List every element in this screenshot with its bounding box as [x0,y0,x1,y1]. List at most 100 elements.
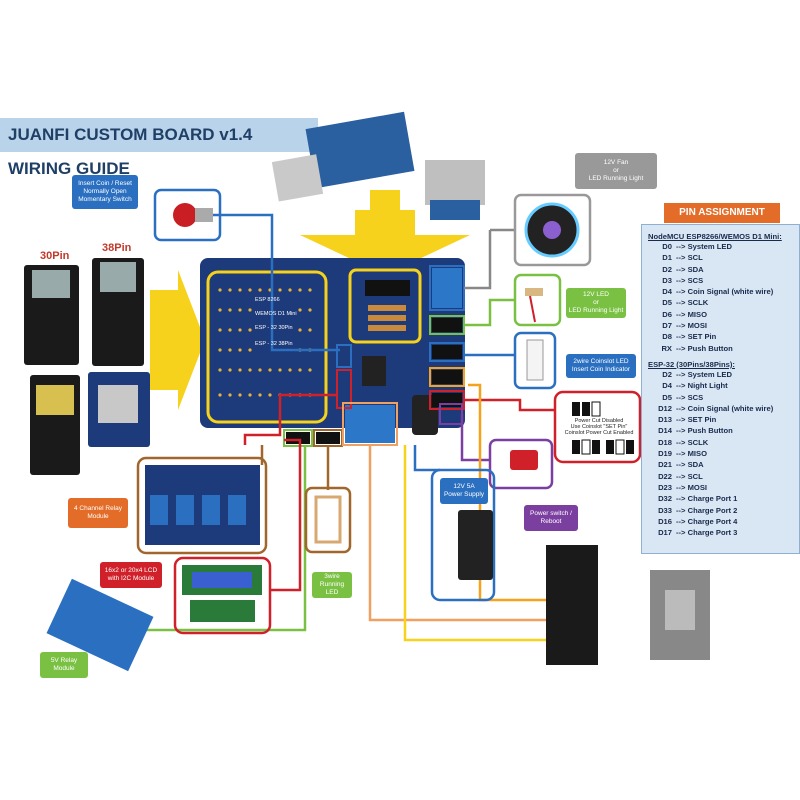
fan-callout: 12V Fan or LED Running Light [575,153,657,189]
arrow-icon: --> [676,516,688,526]
nodemcu-pin-row: D8 --> SET Pin [648,331,793,342]
arrow-icon: --> [676,242,688,251]
esp32-pin-row: D23 --> MOSI [648,482,793,493]
arrow-icon: --> [676,369,688,379]
esp32-pin-row: D22 --> SCL [648,471,793,482]
arrow-icon: --> [676,482,688,492]
arrow-icon: --> [676,494,688,504]
pin-name: D14 [658,426,672,436]
pin-name: D13 [658,415,672,425]
pin-name: D21 [658,460,672,470]
arrow-icon: --> [676,343,688,353]
esp32-38pin-label: 38Pin [102,242,132,254]
pin-name: D33 [658,505,672,515]
pin-function: SET Pin [687,415,717,425]
pin-function: Night Light [687,381,728,391]
pin-assignment-header: PIN ASSIGNMENT [664,203,780,223]
pin-name: D5 [662,298,672,308]
arrow-icon: --> [676,253,688,263]
pin-function: SCL [687,253,703,263]
pin-function: System LED [687,242,732,251]
coinslot-led-callout: 2wire Coinslot LED Insert Coin Indicator [566,354,636,378]
arrow-icon: --> [676,332,688,342]
board-variant-esp32-38: ESP - 32 38Pin [255,341,293,347]
board-variant-wemos: WEMOS D1 Mini [255,311,297,317]
fan-terminal [432,268,462,308]
arrow-icon: --> [676,287,688,297]
pin-name: D2 [662,264,672,274]
pin-name: D2 [662,369,672,379]
pin-function: SCS [687,392,704,402]
led12v-callout: 12V LED or LED Running Light [566,288,626,318]
arrow-icon: --> [676,298,688,308]
pin-assignment-panel: NodeMCU ESP8266/WEMOS D1 Mini: D0--> Sys… [641,224,800,554]
pin-function: MOSI [687,482,708,492]
pin-name: D32 [658,494,672,504]
page-title: JUANFI CUSTOM BOARD v1.4 WIRING GUIDE [0,118,318,178]
power-terminal [345,405,395,443]
arrow-icon: --> [676,528,688,538]
lan-header-outline [348,268,422,344]
top-arrow-head [300,235,470,275]
pin-function: MISO [687,449,708,459]
pin-function: SCLK [687,437,709,447]
esp-socket-outline [206,270,328,424]
pin-name: D4 [662,381,672,391]
pin-function: SCS [687,275,704,285]
pin-function: Push Button [687,426,733,436]
nodemcu-pin-row: D4 --> Coin Signal (white wire) [648,286,793,297]
arrow-icon: --> [676,505,688,515]
esp32-pin-row: D13--> SET Pin [648,414,793,425]
pin-function: Charge Port 3 [687,528,738,538]
pin-function: SDA [687,460,704,470]
pin-name: D7 [662,321,672,331]
nodemcu-section-title: NodeMCU ESP8266/WEMOS D1 Mini: [648,232,782,241]
pin-function: Charge Port 1 [687,494,738,504]
arrow-icon: --> [676,403,688,413]
arrow-icon: --> [676,460,688,470]
pin-function: SCLK [687,298,709,308]
pin-function: SDA [687,264,704,274]
esp32-pin-row: D16--> Charge Port 4 [648,516,793,527]
pin-name: D22 [658,471,672,481]
arrow-icon: --> [676,321,688,331]
relay1-callout: 5V Relay Module [40,652,88,678]
arrow-icon: --> [676,275,688,285]
esp32-pin-row: D21 --> SDA [648,459,793,470]
relay4-callout: 4 Channel Relay Module [68,498,128,528]
arrow-icon: --> [676,471,688,481]
pin-name: RX [661,343,672,353]
pin-name: D18 [658,437,672,447]
pin-function: Charge Port 2 [687,505,738,515]
pin-function: SET Pin [687,332,717,342]
pin-name: D8 [662,332,672,342]
pin-name: D4 [662,287,672,297]
nodemcu-pin-row: D1--> SCL [648,252,793,263]
power-cut-disabled-label: Power Cut Disabled Use Coinslot "SET Pin… [570,418,628,430]
arrow-icon: --> [676,309,688,319]
pin-function: Push Button [687,343,733,353]
nodemcu-pin-row: RX --> Push Button [648,343,793,354]
pin-name: D3 [662,275,672,285]
lcd-callout: 16x2 or 20x4 LCD with I2C Module [100,562,162,588]
power-supply-callout: 12V 5A Power Supply [440,478,488,504]
arrow-icon: --> [676,426,688,436]
arrow-icon: --> [676,381,688,391]
esp32-pin-row: D17 --> Charge Port 3 [648,527,793,538]
esp32-pin-row: D32 --> Charge Port 1 [648,493,793,504]
esp32-pin-row: D33 --> Charge Port 2 [648,505,793,516]
pin-name: D16 [658,516,672,526]
pin-function: Coin Signal (white wire) [687,287,774,297]
arrow-icon: --> [676,264,688,274]
nodemcu-pin-row: D5 --> SCLK [648,297,793,308]
pin-function: System LED [687,369,732,379]
nodemcu-pin-row: D6--> MISO [648,309,793,320]
pin-name: D12 [658,403,672,413]
pin-function: SCL [687,471,703,481]
pin-name: D23 [658,482,672,492]
arrow-icon: --> [676,392,688,402]
pin-name: D17 [658,528,672,538]
